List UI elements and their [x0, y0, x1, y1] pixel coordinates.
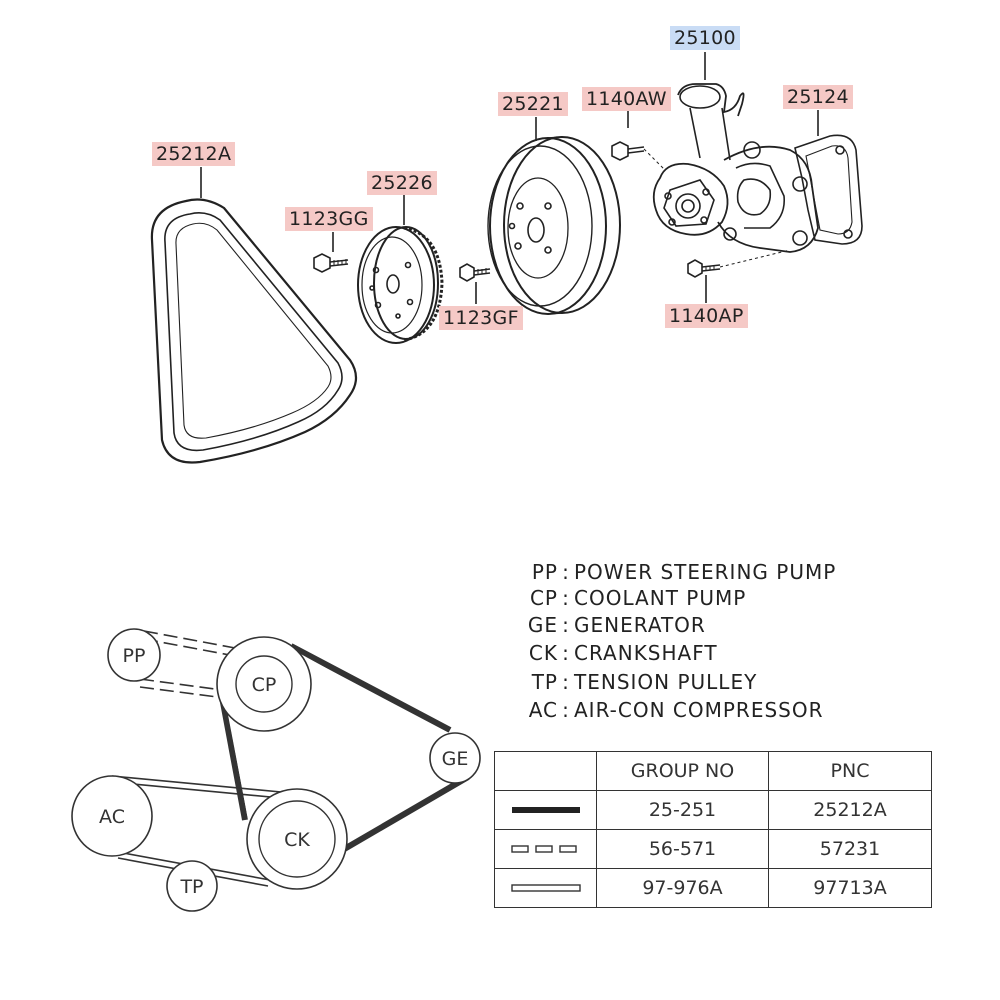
callout-1123GG: 1123GG: [285, 207, 373, 231]
label-tp: TP: [179, 876, 203, 898]
label-cp: CP: [252, 674, 277, 696]
table-cell-pnc: 25212A: [768, 790, 932, 830]
legend-item: CK:CRANKSHAFT: [528, 641, 718, 665]
pulley-cp-inner: [235, 655, 293, 713]
pulley-pp: [107, 628, 161, 682]
exploded-view: [150, 52, 863, 464]
table-cell-group: 56-571: [596, 829, 769, 869]
table-header-group: GROUP NO: [596, 751, 769, 791]
legend-item: AC:AIR-CON COMPRESSOR: [528, 698, 824, 722]
bolt-1140AP: [687, 249, 791, 278]
label-ac: AC: [99, 806, 125, 828]
table-header-pnc: PNC: [768, 751, 932, 791]
legend-item: TP:TENSION PULLEY: [531, 670, 758, 694]
callout-25124: 25124: [783, 85, 853, 109]
bolt-1123GG: [313, 253, 349, 273]
label-ck: CK: [284, 829, 310, 851]
legend-item: GE:GENERATOR: [527, 613, 706, 637]
callout-1140AW: 1140AW: [582, 87, 671, 111]
callout-1140AP: 1140AP: [665, 304, 748, 328]
v-belt-25212A: [150, 198, 358, 464]
table-cell-pnc: 57231: [768, 829, 932, 869]
callout-1123GF: 1123GF: [439, 306, 523, 330]
water-pump-25100: [652, 83, 819, 253]
table-row: 25-251 25212A: [494, 790, 932, 830]
table-cell-group: 97-976A: [596, 868, 769, 908]
table-cell-group: 25-251: [596, 790, 769, 830]
table-header-blank: [494, 751, 597, 791]
callout-25221: 25221: [498, 92, 568, 116]
bolt-1123GF: [459, 263, 491, 282]
pulley-ck-inner: [258, 800, 336, 878]
pulley-25226: [357, 226, 444, 344]
callout-25212A: 25212A: [152, 142, 236, 166]
callout-25100: 25100: [670, 26, 740, 50]
bolt-1140AW: [611, 141, 666, 171]
line-style-outline: [494, 868, 597, 908]
table-row: 97-976A 97713A: [494, 868, 932, 908]
table-header-row: GROUP NO PNC: [494, 751, 932, 791]
belt-solid-25212A: [219, 643, 470, 858]
gasket-25124: [794, 134, 863, 245]
label-ge: GE: [442, 748, 469, 770]
legend-item: PP:POWER STEERING PUMP: [531, 560, 837, 584]
line-style-dashed: [494, 829, 597, 869]
pulley-tp: [166, 860, 218, 912]
table-row: 56-571 57231: [494, 829, 932, 869]
table-cell-pnc: 97713A: [768, 868, 932, 908]
callout-25226: 25226: [367, 171, 437, 195]
pulley-ge: [429, 732, 481, 784]
label-pp: PP: [123, 645, 146, 667]
belt-routing-diagram: PP CP GE AC CK TP: [71, 628, 481, 912]
legend-item: CP:COOLANT PUMP: [529, 586, 747, 610]
line-style-solid: [494, 790, 597, 830]
belt-part-table: GROUP NO PNC 25-251 25212A 56-571 57231 …: [494, 751, 932, 908]
pulley-25221: [487, 136, 621, 315]
pulley-ac: [71, 775, 153, 857]
